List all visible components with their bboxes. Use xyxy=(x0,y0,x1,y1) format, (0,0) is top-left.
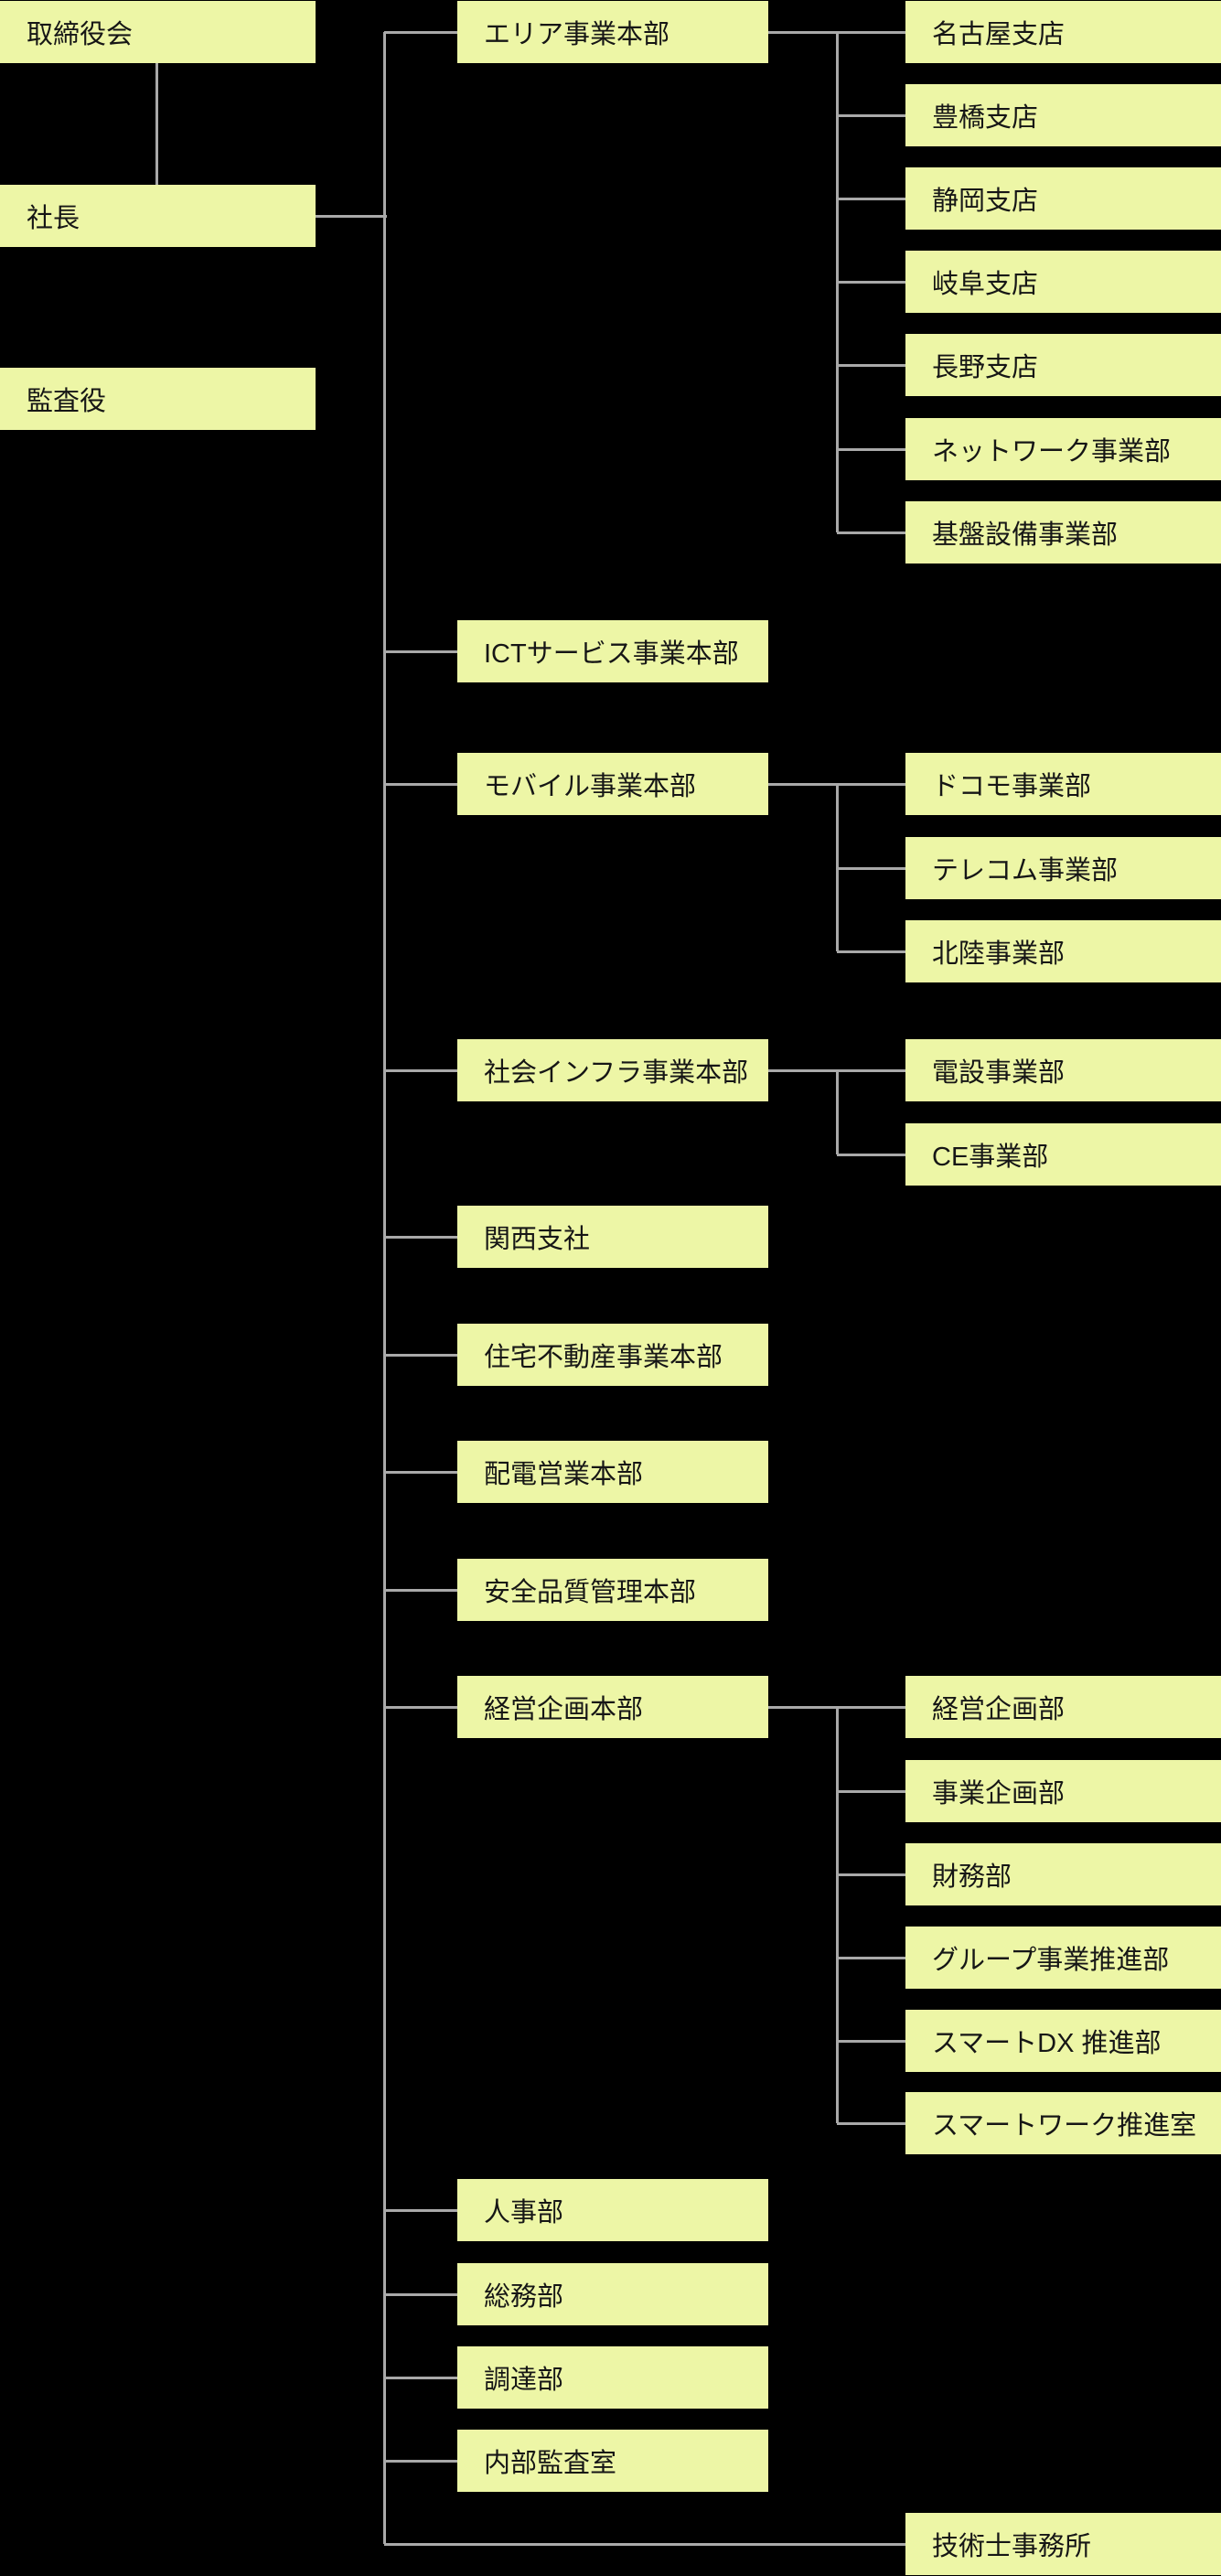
trunk-general-affairs-dept-connector-line xyxy=(384,2293,457,2296)
node-smart-dx-promotion-dept: スマートDX 推進部 xyxy=(905,2010,1221,2072)
node-housing-real-estate-hq: 住宅不動産事業本部 xyxy=(457,1324,768,1386)
trunk-corporate-planning-dept-connector-line xyxy=(837,1706,905,1709)
trunk-ce-dept-connector-line xyxy=(837,1154,905,1156)
mobile-hq-children-connector-line xyxy=(768,783,840,786)
node-safety-quality-management-hq: 安全品質管理本部 xyxy=(457,1559,768,1621)
node-ce-dept: CE事業部 xyxy=(905,1123,1221,1186)
node-professional-engineer-office: 技術士事務所 xyxy=(905,2513,1221,2575)
trunk-electrical-construction-dept-connector-line xyxy=(837,1069,905,1072)
trunk-smart-work-promotion-office-connector-line xyxy=(837,2122,905,2125)
trunk-internal-audit-office-connector-line xyxy=(384,2460,457,2463)
node-telecom-dept: テレコム事業部 xyxy=(905,837,1221,899)
trunk-smart-dx-promotion-dept-connector-line xyxy=(837,2040,905,2043)
node-social-infra-hq: 社会インフラ事業本部 xyxy=(457,1039,768,1101)
trunk-business-planning-dept-connector-line xyxy=(837,1790,905,1793)
trunk-infrastructure-facilities-dept-connector-line xyxy=(837,531,905,534)
trunk-housing-real-estate-hq-connector-line xyxy=(384,1354,457,1357)
social-infra-hq-children-trunk-line xyxy=(836,1070,839,1154)
trunk-toyohashi-branch-connector-line xyxy=(837,114,905,117)
node-hokuriku-dept: 北陸事業部 xyxy=(905,920,1221,982)
trunk-ict-service-hq-connector-line xyxy=(384,650,457,653)
node-kansai-branch-office: 関西支社 xyxy=(457,1206,768,1268)
node-docomo-dept: ドコモ事業部 xyxy=(905,753,1221,815)
trunk-hokuriku-dept-connector-line xyxy=(837,950,905,953)
trunk-professional-engineer-office-connector-line xyxy=(384,2543,905,2546)
node-group-business-promotion-dept: グループ事業推進部 xyxy=(905,1927,1221,1989)
node-procurement-dept: 調達部 xyxy=(457,2346,768,2409)
trunk-area-business-hq-connector-line xyxy=(384,31,457,34)
trunk-nagoya-branch-connector-line xyxy=(837,31,905,34)
node-finance-dept: 財務部 xyxy=(905,1843,1221,1905)
node-corporate-planning-dept: 経営企画部 xyxy=(905,1676,1221,1738)
node-area-business-hq: エリア事業本部 xyxy=(457,1,768,63)
trunk-finance-dept-connector-line xyxy=(837,1873,905,1876)
trunk-hr-dept-connector-line xyxy=(384,2209,457,2212)
corporate-planning-hq-children-trunk-line xyxy=(836,1707,839,2123)
trunk-network-business-dept-connector-line xyxy=(837,448,905,451)
corporate-planning-hq-children-connector-line xyxy=(768,1706,840,1709)
social-infra-hq-children-connector-line xyxy=(768,1069,840,1072)
trunk-safety-quality-management-hq-connector-line xyxy=(384,1589,457,1592)
board-president-connector-line xyxy=(155,63,158,185)
trunk-procurement-dept-connector-line xyxy=(384,2377,457,2379)
node-president: 社長 xyxy=(0,185,316,247)
trunk-mobile-hq-connector-line xyxy=(384,783,457,786)
node-smart-work-promotion-office: スマートワーク推進室 xyxy=(905,2092,1221,2154)
trunk-docomo-dept-connector-line xyxy=(837,783,905,786)
node-infrastructure-facilities-dept: 基盤設備事業部 xyxy=(905,501,1221,564)
node-general-affairs-dept: 総務部 xyxy=(457,2263,768,2325)
node-corporate-planning-hq: 経営企画本部 xyxy=(457,1676,768,1738)
trunk-telecom-dept-connector-line xyxy=(837,867,905,870)
node-network-business-dept: ネットワーク事業部 xyxy=(905,418,1221,480)
area-business-hq-children-connector-line xyxy=(768,31,840,34)
node-mobile-hq: モバイル事業本部 xyxy=(457,753,768,815)
node-board-of-directors: 取締役会 xyxy=(0,1,316,63)
main-trunk-line xyxy=(383,32,386,2544)
node-electrical-construction-dept: 電設事業部 xyxy=(905,1039,1221,1101)
trunk-kansai-branch-office-connector-line xyxy=(384,1236,457,1239)
node-power-distribution-sales-hq: 配電営業本部 xyxy=(457,1441,768,1503)
trunk-power-distribution-sales-hq-connector-line xyxy=(384,1471,457,1474)
node-hr-dept: 人事部 xyxy=(457,2179,768,2241)
trunk-social-infra-hq-connector-line xyxy=(384,1069,457,1072)
node-nagoya-branch: 名古屋支店 xyxy=(905,1,1221,63)
node-internal-audit-office: 内部監査室 xyxy=(457,2430,768,2492)
trunk-gifu-branch-connector-line xyxy=(837,281,905,284)
node-audit-officer: 監査役 xyxy=(0,368,316,430)
node-gifu-branch: 岐阜支店 xyxy=(905,251,1221,313)
node-toyohashi-branch: 豊橋支店 xyxy=(905,84,1221,146)
node-nagano-branch: 長野支店 xyxy=(905,334,1221,396)
node-ict-service-hq: ICTサービス事業本部 xyxy=(457,620,768,682)
trunk-shizuoka-branch-connector-line xyxy=(837,198,905,200)
trunk-corporate-planning-hq-connector-line xyxy=(384,1706,457,1709)
president-trunk-connector-line xyxy=(316,215,387,218)
trunk-nagano-branch-connector-line xyxy=(837,364,905,367)
node-shizuoka-branch: 静岡支店 xyxy=(905,167,1221,230)
node-business-planning-dept: 事業企画部 xyxy=(905,1760,1221,1822)
trunk-group-business-promotion-dept-connector-line xyxy=(837,1957,905,1959)
